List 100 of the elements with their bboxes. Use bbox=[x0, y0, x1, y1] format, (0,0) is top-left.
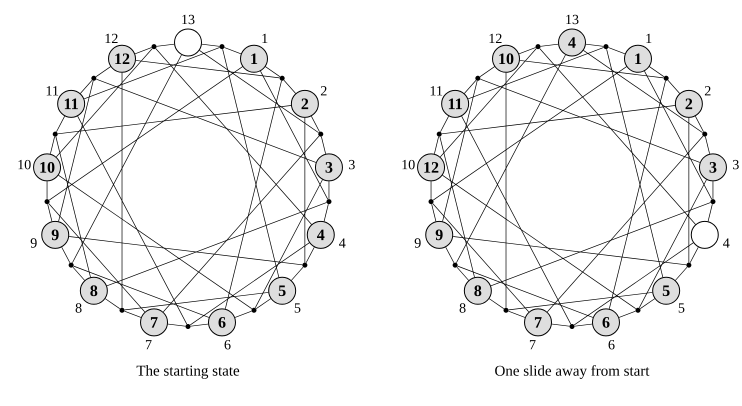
line bbox=[442, 105, 676, 134]
line bbox=[105, 298, 120, 310]
line bbox=[47, 204, 52, 222]
line bbox=[432, 66, 627, 200]
line bbox=[618, 310, 636, 318]
line bbox=[586, 44, 604, 47]
line bbox=[256, 298, 271, 310]
line bbox=[508, 310, 526, 318]
line bbox=[96, 78, 316, 163]
line bbox=[199, 50, 319, 133]
line bbox=[461, 116, 572, 324]
line bbox=[480, 66, 495, 78]
line bbox=[254, 179, 323, 308]
line bbox=[134, 47, 152, 54]
line bbox=[61, 246, 70, 264]
line bbox=[518, 47, 536, 54]
line bbox=[695, 116, 704, 132]
line bbox=[490, 202, 711, 286]
line bbox=[106, 202, 327, 286]
line bbox=[583, 50, 703, 133]
line bbox=[291, 266, 304, 281]
line bbox=[442, 174, 636, 310]
line bbox=[306, 246, 315, 264]
line bbox=[434, 136, 439, 154]
line bbox=[431, 204, 436, 222]
line bbox=[464, 80, 476, 94]
line bbox=[539, 48, 696, 225]
line bbox=[284, 80, 296, 94]
position-number: 4 bbox=[339, 238, 346, 248]
line bbox=[77, 116, 188, 324]
position-number: 3 bbox=[732, 160, 739, 170]
line bbox=[304, 117, 306, 263]
line bbox=[72, 54, 182, 264]
line bbox=[442, 80, 478, 222]
line bbox=[480, 78, 700, 163]
position-number: 11 bbox=[46, 86, 58, 96]
position-number: 2 bbox=[320, 86, 327, 96]
position-number: 8 bbox=[76, 303, 82, 313]
line bbox=[456, 266, 469, 281]
line bbox=[705, 136, 710, 154]
position-number: 8 bbox=[460, 303, 466, 313]
line bbox=[690, 246, 699, 264]
line bbox=[457, 266, 594, 318]
line bbox=[48, 203, 146, 312]
line bbox=[644, 70, 712, 200]
line bbox=[72, 266, 85, 281]
line bbox=[440, 136, 475, 278]
line bbox=[96, 66, 111, 78]
line bbox=[328, 181, 330, 200]
line bbox=[468, 47, 604, 100]
caption: One slide away from start bbox=[495, 365, 650, 379]
line bbox=[162, 136, 320, 312]
line bbox=[190, 242, 310, 326]
line bbox=[260, 70, 328, 200]
line bbox=[452, 236, 687, 266]
line bbox=[311, 116, 320, 132]
position-number: 2 bbox=[704, 86, 711, 96]
line bbox=[508, 292, 653, 310]
line bbox=[456, 54, 566, 264]
line bbox=[708, 204, 713, 222]
line bbox=[58, 80, 94, 222]
line bbox=[156, 44, 174, 47]
position-number: 5 bbox=[678, 303, 684, 313]
line bbox=[638, 179, 707, 308]
caption: The starting state bbox=[136, 365, 240, 379]
position-number: 11 bbox=[430, 86, 442, 96]
line bbox=[80, 80, 92, 94]
position-number: 3 bbox=[348, 160, 355, 170]
position-number: 10 bbox=[402, 160, 415, 170]
line bbox=[540, 44, 558, 47]
line bbox=[124, 310, 142, 318]
line bbox=[640, 298, 655, 310]
line bbox=[321, 136, 326, 154]
line bbox=[489, 298, 504, 310]
line bbox=[574, 324, 592, 327]
line bbox=[56, 48, 153, 158]
empty-circle bbox=[174, 28, 202, 56]
line bbox=[124, 292, 269, 310]
line bbox=[675, 266, 688, 281]
position-number: 7 bbox=[530, 340, 536, 350]
line bbox=[552, 324, 570, 327]
line bbox=[168, 324, 186, 327]
line bbox=[574, 242, 694, 326]
line bbox=[46, 181, 48, 200]
position-number: 10 bbox=[18, 160, 31, 170]
line bbox=[224, 80, 282, 310]
line bbox=[432, 203, 530, 312]
position-number: 13 bbox=[566, 14, 578, 24]
line bbox=[58, 174, 252, 310]
line bbox=[520, 60, 664, 78]
position-number: 6 bbox=[224, 340, 231, 350]
line bbox=[606, 48, 664, 278]
line bbox=[136, 60, 280, 78]
line bbox=[56, 136, 91, 278]
line bbox=[73, 266, 210, 318]
line bbox=[222, 48, 280, 278]
line bbox=[234, 310, 252, 318]
line bbox=[440, 48, 537, 158]
position-number: 9 bbox=[414, 238, 421, 248]
position-number: 4 bbox=[723, 238, 730, 248]
